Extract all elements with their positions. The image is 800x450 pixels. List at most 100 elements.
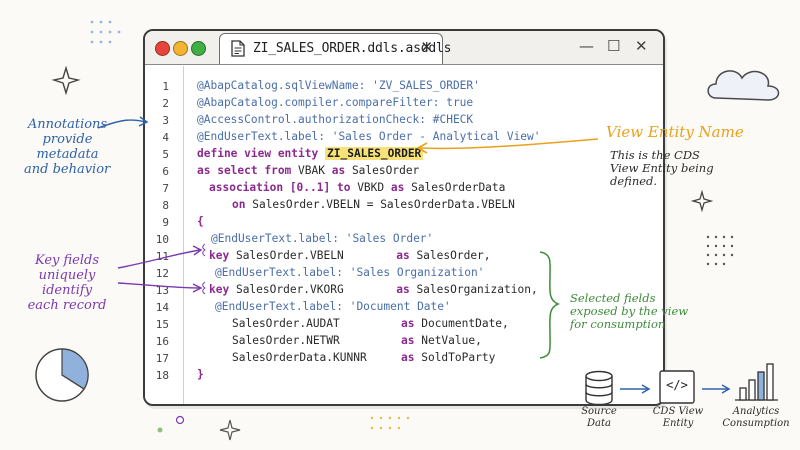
identifier: SoldToParty: [414, 351, 496, 364]
file-tab[interactable]: ZI_SALES_ORDER.ddls.asddls ✕: [219, 33, 451, 64]
keyword: as: [401, 334, 415, 347]
maximize-button[interactable]: ☐: [607, 37, 621, 55]
keyword: on: [232, 198, 246, 211]
tab-close-button[interactable]: ✕: [420, 38, 433, 56]
view-entity-arrow: [419, 138, 599, 150]
identifier: SalesOrganization,: [409, 283, 538, 296]
minimize-window-dot[interactable]: [173, 41, 188, 56]
label-line: CDS View: [652, 406, 704, 417]
view-entity-note-title: View Entity Name: [606, 123, 744, 141]
note-line: Selected fields: [570, 291, 656, 305]
note-line: exposed by the view: [570, 304, 689, 319]
code-icon: [659, 370, 695, 404]
line-number: 10: [155, 233, 169, 246]
keyword: as: [331, 164, 346, 177]
selected-fields-bracket: [539, 251, 561, 359]
key-fields-note: Key fields uniquely identify each record: [18, 253, 116, 314]
minimize-button[interactable]: —: [579, 37, 594, 55]
keyword: define view entity: [197, 147, 319, 160]
annotations-note: Annotations provide metadata and behavio…: [20, 117, 115, 178]
identifier: SalesOrder.VBELN: [229, 249, 344, 262]
note-line: and behavior: [24, 161, 111, 177]
identifier: SalesOrder.NETWR: [232, 334, 340, 347]
line-number: 8: [162, 199, 169, 212]
note-line: Annotations: [27, 117, 108, 132]
identifier: SalesOrderData: [404, 181, 506, 194]
key-field-arrow: [117, 249, 201, 269]
bar-chart-icon: [735, 363, 778, 401]
keyword: as: [401, 351, 415, 364]
line-number: 9: [162, 216, 169, 229]
keyword: as: [396, 249, 410, 262]
identifier: SalesOrder: [345, 164, 420, 177]
identifier: VBKD: [350, 181, 391, 194]
note-line: provide metadata: [36, 131, 99, 162]
view-entity-note: This is the CDS View Entity being define…: [610, 148, 714, 189]
dot-grid-bottom: [370, 416, 410, 430]
identifier: SalesOrder.VKORG: [229, 283, 344, 296]
code-line-2: @AbapCatalog.compiler.compareFilter: tru…: [197, 96, 474, 109]
sparkle-icon: [51, 65, 81, 96]
identifier: VBAK: [291, 164, 332, 177]
line-number: 14: [155, 301, 169, 314]
code-line-5: define view entity ZI_SALES_ORDER: [197, 147, 424, 161]
note-line: defined.: [610, 174, 658, 189]
label-line: Consumption: [722, 417, 790, 429]
keyword: as: [396, 283, 410, 296]
code-editor[interactable]: @AbapCatalog.sqlViewName: 'ZV_SALES_ORDE…: [197, 79, 541, 381]
line-number: 6: [162, 165, 169, 178]
keyword: key: [209, 283, 230, 296]
line-number: 16: [155, 335, 169, 348]
identifier: SalesOrder,: [409, 249, 491, 262]
line-number: 2: [162, 97, 169, 110]
code-line-8: on SalesOrder.VBELN = SalesOrderData.VBE…: [232, 198, 515, 212]
document-icon: [231, 40, 245, 57]
line-number: 15: [155, 318, 169, 331]
identifier: SalesOrder.VBELN = SalesOrderData.VBELN: [245, 198, 515, 211]
label-line: Analytics: [732, 406, 780, 417]
code-line-10: @EndUserText.label: 'Sales Order': [211, 232, 434, 245]
code-line-6: as select from VBAK as SalesOrder: [197, 164, 419, 178]
keyword: as: [390, 181, 405, 194]
note-line: uniquely identify: [38, 267, 96, 298]
code-line-3: @AccessControl.authorizationCheck: #CHEC…: [197, 113, 474, 126]
selected-fields-note: Selected fields exposed by the view for …: [570, 291, 689, 332]
line-number: 17: [155, 352, 169, 365]
tab-title: ZI_SALES_ORDER.ddls.asddls: [253, 41, 452, 56]
circle-decoration: [157, 427, 163, 433]
identifier: SalesOrder.AUDAT: [232, 317, 340, 330]
line-number: 7: [162, 182, 169, 195]
maximize-window-dot[interactable]: [191, 41, 206, 56]
code-line-9: {: [197, 215, 204, 228]
line-number-gutter: 1 2 3 4 5 6 7 8 9 10 11 12 13 14 15 16 1…: [145, 66, 184, 404]
code-line-1: @AbapCatalog.sqlViewName: 'ZV_SALES_ORDE…: [197, 79, 480, 92]
code-line-11: key SalesOrder.VBELN as SalesOrder,: [209, 249, 491, 263]
code-line-12: @EndUserText.label: 'Sales Organization': [215, 266, 485, 279]
line-number: 18: [155, 369, 169, 382]
keyword: key: [209, 249, 230, 262]
dot-grid-right: [706, 235, 734, 266]
label-line: Entity: [662, 417, 694, 429]
line-number: 13: [155, 284, 169, 297]
code-line-4: @EndUserText.label: 'Sales Order - Analy…: [197, 130, 541, 143]
line-number: 11: [155, 250, 169, 263]
code-line-18: }: [197, 368, 204, 381]
code-line-14: @EndUserText.label: 'Document Date': [215, 300, 451, 313]
line-number: 4: [162, 131, 169, 144]
close-button[interactable]: ✕: [635, 37, 648, 55]
code-glyph: </>: [666, 378, 688, 392]
editor-window: ZI_SALES_ORDER.ddls.asddls ✕ — ☐ ✕ 1 2 3…: [143, 29, 665, 406]
dot-grid-top: [90, 20, 121, 44]
label-line: Data: [587, 417, 611, 429]
annotation-arrow: [97, 119, 147, 129]
sparkle-icon: [690, 189, 714, 213]
close-window-dot[interactable]: [155, 41, 170, 56]
analytics-consumption-label: Analytics Consumption: [718, 406, 794, 429]
keyword: as: [401, 317, 415, 330]
note-line: for consumption: [570, 317, 666, 332]
